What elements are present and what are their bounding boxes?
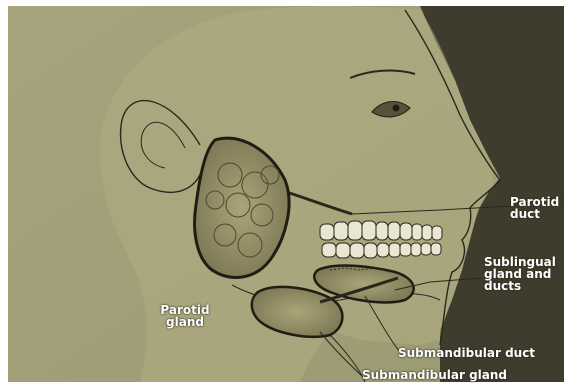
label-sublingual: Sublingual gland and ducts	[484, 256, 556, 292]
label-submandibular-gland: Submandibular gland	[362, 369, 507, 381]
label-parotid-gland: Parotid gland	[150, 304, 220, 328]
pupil	[393, 105, 400, 112]
label-parotid-duct: Parotid duct	[510, 196, 559, 220]
label-sublingual-line3: ducts	[484, 280, 556, 292]
label-parotid-duct-line2: duct	[510, 208, 559, 220]
label-submandibular-duct: Submandibular duct	[398, 347, 535, 359]
label-parotid-gland-line2: gland	[150, 316, 220, 328]
